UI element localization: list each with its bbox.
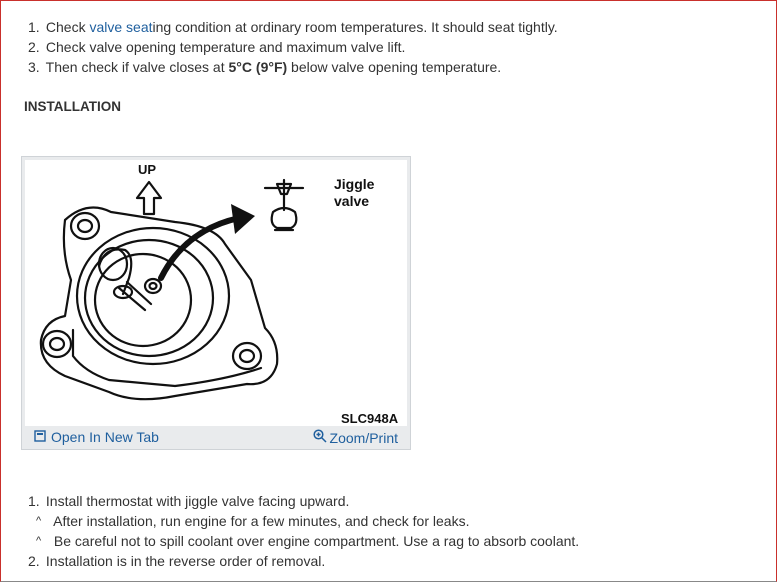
jiggle-valve-label: Jiggle valve <box>334 176 375 209</box>
install-step-1: 1. Install thermostat with jiggle valve … <box>28 491 579 511</box>
note-text: After installation, run engine for a few… <box>53 513 470 529</box>
install-note: ^ Be careful not to spill coolant over e… <box>28 531 579 551</box>
open-in-new-tab-link[interactable]: Open In New Tab <box>34 429 159 445</box>
install-step-2: 2. Installation is in the reverse order … <box>28 551 579 571</box>
step-number: 2. <box>28 553 40 569</box>
step-number: 1. <box>28 493 40 509</box>
temperature-value: 5°C (9°F) <box>228 59 288 75</box>
step-text: below valve opening temperature. <box>287 59 502 75</box>
figure-code: SLC948A <box>341 411 399 426</box>
check-steps-list: 1. Check valve seating condition at ordi… <box>28 17 558 77</box>
zoom-print-label: Zoom/Print <box>329 429 398 446</box>
installation-steps-list: 1. Install thermostat with jiggle valve … <box>28 491 579 571</box>
check-step-2: 2. Check valve opening temperature and m… <box>28 37 558 57</box>
install-note: ^ After installation, run engine for a f… <box>28 511 579 531</box>
step-text: Install thermostat with jiggle valve fac… <box>45 493 350 509</box>
thermostat-illustration <box>39 178 305 401</box>
step-text: Check <box>45 19 90 35</box>
thermostat-diagram[interactable]: UP Jiggle valve SLC948A <box>25 160 407 426</box>
step-number: 3. <box>28 59 40 75</box>
section-heading: INSTALLATION <box>24 99 121 114</box>
check-step-1: 1. Check valve seating condition at ordi… <box>28 17 558 37</box>
zoom-print-link[interactable]: Zoom/Print <box>312 429 398 446</box>
caret-bullet-icon: ^ <box>36 515 42 527</box>
step-text: Then check if valve closes at <box>45 59 229 75</box>
up-label: UP <box>138 162 157 177</box>
step-text: Installation is in the reverse order of … <box>45 553 326 569</box>
open-in-new-tab-label: Open In New Tab <box>51 429 159 445</box>
check-step-3: 3. Then check if valve closes at 5°C (9°… <box>28 57 558 77</box>
note-text: Be careful not to spill coolant over eng… <box>53 533 580 549</box>
figure-toolbar: Open In New Tab Zoom/Print <box>34 429 404 449</box>
caret-bullet-icon: ^ <box>36 535 42 547</box>
step-text: ing condition at ordinary room temperatu… <box>152 19 558 35</box>
valve-seat-link[interactable]: valve seat <box>89 19 153 35</box>
figure-card: UP Jiggle valve SLC948A Open In New Tab … <box>21 156 411 450</box>
step-number: 2. <box>28 39 40 55</box>
step-text: Check valve opening temperature and maxi… <box>45 39 406 55</box>
open-in-new-tab-icon <box>34 429 46 445</box>
zoom-magnifier-icon <box>312 429 327 446</box>
step-number: 1. <box>28 19 40 35</box>
